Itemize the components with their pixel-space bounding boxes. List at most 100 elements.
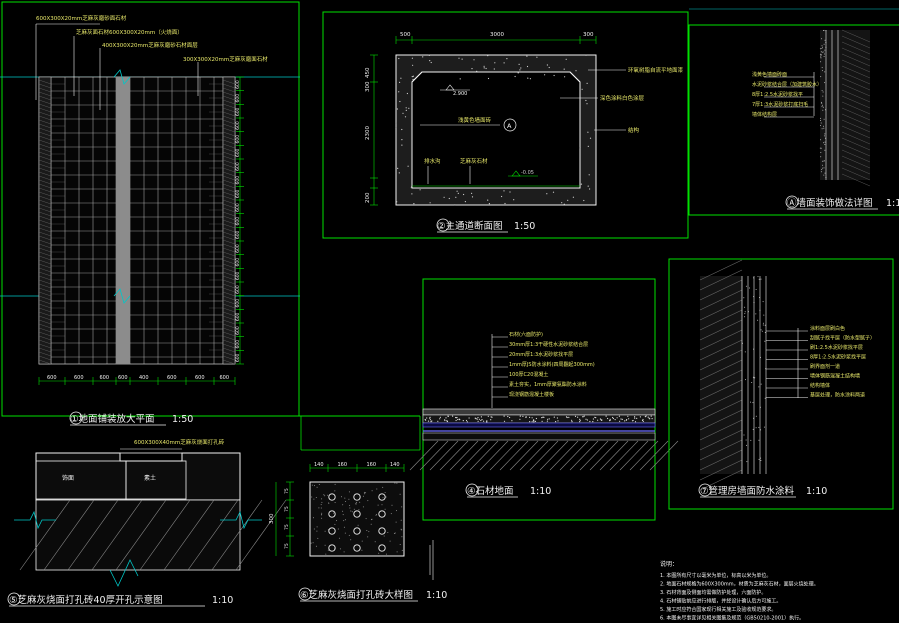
- floor-plan-dim-bottom-8: 600: [220, 375, 230, 381]
- drill-section-box-1: 饰面: [62, 474, 74, 482]
- wall-detail-note-1: 浅黄色墙面砖面: [752, 71, 787, 78]
- stone-floor-note-7: 现浇钢筋混凝土楼板: [509, 391, 554, 398]
- notes-item-5: 5. 施工时应符合国家现行相关施工及验收规范要求。: [660, 606, 776, 613]
- pipe-wall-note-8: 基层处理，防水涂料两道: [810, 392, 865, 399]
- floor-plan-dim-right-14: 600: [235, 258, 241, 267]
- drill-hole: [353, 510, 361, 518]
- stone-floor-panel: 石材(六面防护)30mm厚1:3干硬性水泥砂浆结合层20mm厚1:3水泥砂浆找平…: [409, 278, 679, 521]
- floor-plan-dim-bottom-6: 600: [167, 375, 177, 381]
- wall-detail-note-5: 墙体结构层: [752, 111, 777, 118]
- wall-detail-note-3: 8厚1:2.5水泥砂浆找平: [752, 91, 803, 98]
- section-dim-left-3: 2300: [365, 126, 371, 140]
- floor-plan-dims-right: 600 600 600 600 600 600 600 600 600 600 600 600 600 6…: [235, 76, 244, 365]
- floor-plan-dim-right-11: 600: [235, 217, 241, 226]
- notes-item-4: 4. 石材铺贴前应进行排版，并经设计确认后方可施工。: [660, 598, 781, 605]
- floor-plan-dim-bottom-7: 600: [195, 375, 205, 381]
- floor-plan-dim-right-4: 600: [235, 121, 241, 130]
- pipe-wall-hatch: [699, 259, 767, 491]
- pipe-wall-note-5: 刷界面剂一道: [810, 363, 840, 370]
- notes-item-3: 3. 石材背面及侧面均需做防护处理，六面防护。: [660, 589, 766, 596]
- tunnel-section-title: ②主通道断面图: [437, 220, 503, 232]
- section-elev-ceiling: 2.900: [453, 91, 467, 97]
- wall-detail-scale: 1:1: [886, 198, 899, 209]
- section-note-floor-1: 排水沟: [424, 157, 441, 165]
- wall-detail-notes: 浅黄色墙面砖面水泥砂浆结合层（加建筑胶水）8厚1:2.5水泥砂浆找平7厚1:3水…: [752, 71, 822, 118]
- pipe-wall-title: ⑦管理房墙面防水涂料: [700, 485, 795, 497]
- notes-list: 1. 本图所有尺寸以毫米为单位，标高以米为单位。2. 地面石材规格为600X30…: [660, 572, 819, 622]
- floor-plan-dim-right-1: 600: [235, 80, 241, 89]
- notes-item-2: 2. 地面石材规格为600X300mm，材质为芝麻灰石材，面层火烧处理。: [660, 581, 819, 588]
- floor-plan-dim-right-19: 600: [235, 326, 241, 335]
- drill-detail-dim-top-1: 140: [314, 462, 324, 468]
- notes-item-6: 6. 本图未尽事宜详见相关图集及规范（GB50210-2001）执行。: [660, 615, 804, 622]
- section-note-right-1: 环氧树脂自流平地面漆: [628, 66, 684, 74]
- section-note-right-2: 结构: [628, 126, 640, 134]
- pipe-wall-note-2: 刮腻子找平层（防水型腻子）: [810, 335, 875, 342]
- pipe-wall-note-3: 刷1:2.5水泥砂浆找平层: [810, 344, 863, 351]
- drill-detail-dim-top-2: 160: [338, 462, 348, 468]
- floor-plan-dim-right-15: 600: [235, 271, 241, 280]
- floor-plan-dim-right-18: 600: [235, 312, 241, 321]
- pipe-wall-note-1: 涂料面层刷白色: [810, 325, 845, 332]
- stone-floor-dots: [424, 415, 653, 423]
- wall-detail-panel: 浅黄色墙面砖面水泥砂浆结合层（加建筑胶水）8厚1:2.5水泥砂浆找平7厚1:3水…: [688, 8, 899, 216]
- stone-floor-title: ④石材地面: [467, 485, 514, 497]
- floor-plan-dim-right-9: 600: [235, 189, 241, 198]
- drill-section-box-2: 素土: [144, 474, 156, 482]
- drill-detail-dim-left-3: 75: [284, 524, 290, 530]
- drill-detail-dim-left-2: 75: [284, 506, 290, 512]
- drill-section-title: ⑤芝麻灰烧面打孔砖40厚开孔示意图: [9, 594, 163, 606]
- tunnel-section-scale: 1:50: [514, 221, 535, 232]
- stone-floor-ground-hatch: [409, 440, 679, 471]
- stone-floor-note-5: 100厚C20混凝土: [509, 371, 548, 378]
- floor-plan-panel: 600X300X20mm芝麻灰磨砂面石材 芝麻灰面石材600X300X20mm（…: [0, 1, 420, 426]
- general-notes: 说明： 1. 本图所有尺寸以毫米为单位，标高以米为单位。2. 地面石材规格为60…: [660, 560, 819, 622]
- pipe-wall-note-7: 结构墙体: [810, 382, 830, 389]
- floor-plan-dim-bottom-1: 600: [47, 375, 57, 381]
- pipe-wall-note-4: 8厚1:2.5水泥砂浆找平层: [810, 354, 866, 361]
- section-detail-tag: A: [507, 122, 512, 130]
- concrete-hatch: [395, 54, 592, 206]
- drill-detail-dim-left-4: 75: [284, 543, 290, 549]
- floor-plan-note-2: 芝麻灰面石材600X300X20mm（火烧面）: [76, 28, 183, 36]
- floor-plan-dim-right-20: 600: [235, 340, 241, 349]
- floor-plan-dim-right-21: 600: [235, 353, 241, 362]
- wall-detail-title: Ⓐ墙面装饰做法详图: [787, 197, 873, 209]
- floor-plan-dim-right-16: 600: [235, 285, 241, 294]
- pipe-wall-note-6: 墙体钢筋混凝土结构墙: [810, 373, 860, 380]
- drill-section-panel: 600X300X40mm芝麻灰烧面打孔砖 饰面 素土 ⑤芝麻灰烧面打孔砖40厚开…: [7, 438, 287, 607]
- drill-section-scale: 1:10: [212, 595, 233, 606]
- floor-plan-dim-right-8: 600: [235, 176, 241, 185]
- notes-heading: 说明：: [660, 560, 678, 568]
- floor-plan-dim-right-3: 600: [235, 107, 241, 116]
- stone-floor-note-3: 20mm厚1:3水泥砂浆找平层: [509, 351, 573, 358]
- stone-floor-note-2: 30mm厚1:3干硬性水泥砂浆结合层: [509, 341, 588, 348]
- drill-hole: [353, 544, 361, 552]
- floor-plan-dim-right-5: 600: [235, 135, 241, 144]
- stone-floor-note-4: 1mm厚JS防水涂料(四周翻起300mm): [509, 361, 595, 368]
- floor-plan-title: ①地面铺装放大平面: [70, 413, 155, 425]
- drill-hole: [328, 510, 336, 518]
- drill-hole: [328, 493, 336, 501]
- floor-plan-note-4: 300X300X20mm芝麻灰磨面石材: [183, 55, 268, 63]
- section-dim-top-1: 500: [400, 32, 411, 38]
- floor-plan-note-1: 600X300X20mm芝麻灰磨砂面石材: [36, 14, 127, 22]
- drill-detail-dim-left: 300: [269, 513, 275, 524]
- border-hatch: [38, 79, 236, 365]
- drill-detail-dim-top-3: 160: [367, 462, 377, 468]
- pipe-wall-scale: 1:10: [806, 486, 827, 497]
- drill-hole: [378, 527, 386, 535]
- section-note-wall: 浅黄色墙面砖: [458, 116, 492, 124]
- wall-detail-note-2: 水泥砂浆结合层（加建筑胶水）: [752, 81, 822, 88]
- drill-section-top-note: 600X300X40mm芝麻灰烧面打孔砖: [134, 438, 225, 446]
- section-dim-left-4: 200: [365, 192, 371, 203]
- stone-floor-notes: 石材(六面防护)30mm厚1:3干硬性水泥砂浆结合层20mm厚1:3水泥砂浆找平…: [492, 331, 595, 398]
- section-dim-left-1: 450: [365, 67, 371, 78]
- floor-plan-dim-right-10: 600: [235, 203, 241, 212]
- drill-hole: [353, 527, 361, 535]
